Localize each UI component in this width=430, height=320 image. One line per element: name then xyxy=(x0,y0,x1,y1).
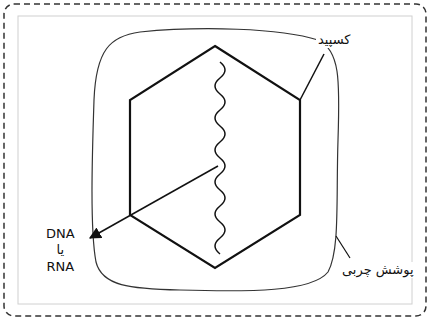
dashed-frame xyxy=(4,4,426,316)
envelope-label: پوشش چربی xyxy=(340,262,416,278)
inner-frame xyxy=(18,16,412,304)
genome-label: DNA یا RNA xyxy=(44,226,77,275)
leader-line xyxy=(300,54,324,100)
lipid-envelope xyxy=(92,29,339,291)
leader-arrow xyxy=(90,166,218,238)
nucleic-acid xyxy=(215,62,225,254)
capsid-label: کسپید xyxy=(316,32,352,48)
capsid-hexagon xyxy=(130,46,300,268)
leader-line xyxy=(336,236,350,258)
